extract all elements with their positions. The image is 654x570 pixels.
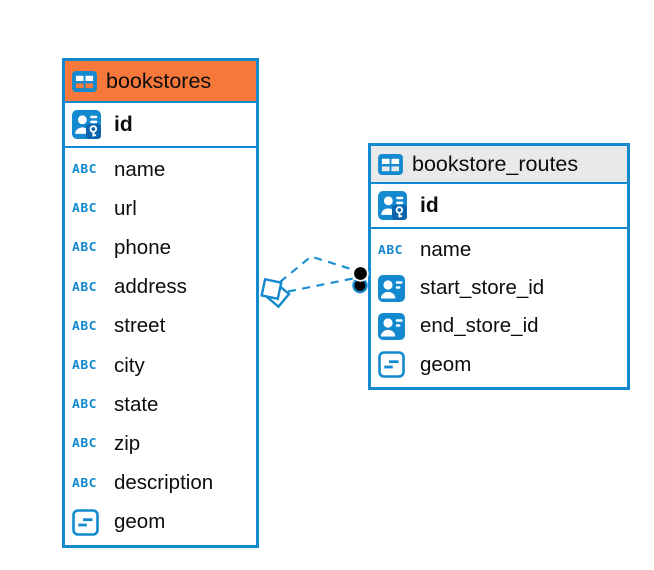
- table-header-bookstore-routes[interactable]: bookstore_routes: [371, 146, 627, 184]
- table-bookstore-routes[interactable]: bookstore_routes id ABC: [368, 143, 630, 390]
- pk-column-name: id: [114, 112, 133, 136]
- column-name: name: [114, 157, 166, 181]
- column-name: zip: [114, 431, 141, 455]
- column-row-pk[interactable]: id: [65, 103, 256, 148]
- text-type-icon: ABC: [72, 162, 97, 177]
- column-list: ABC name start_store_id: [371, 229, 627, 384]
- column-row[interactable]: ABC state: [65, 385, 256, 424]
- text-type-icon: ABC: [72, 397, 97, 412]
- geometry-type-icon: [72, 508, 106, 536]
- column-row[interactable]: ABC address: [65, 268, 256, 307]
- table-title: bookstore_routes: [412, 151, 579, 176]
- column-name: name: [420, 238, 472, 262]
- column-name: geom: [114, 510, 166, 534]
- relationship-source-marker[interactable]: [260, 277, 291, 309]
- column-name: description: [114, 471, 214, 495]
- column-name: address: [114, 275, 187, 299]
- text-type-icon: ABC: [72, 280, 97, 295]
- text-type-icon: ABC: [378, 242, 403, 258]
- column-name: city: [114, 353, 145, 377]
- column-row[interactable]: geom: [371, 346, 627, 384]
- reference-type-icon: [378, 312, 412, 340]
- table-icon: [378, 153, 403, 175]
- text-type-icon: ABC: [72, 358, 97, 373]
- pk-column-name: id: [420, 193, 439, 217]
- primary-key-icon: [72, 110, 106, 139]
- table-header-bookstores[interactable]: bookstores: [65, 61, 256, 103]
- column-row[interactable]: end_store_id: [371, 307, 627, 345]
- column-name: street: [114, 314, 166, 338]
- relationship-line-1[interactable]: [279, 255, 355, 283]
- text-type-icon: ABC: [72, 201, 97, 216]
- primary-key-icon: [378, 191, 412, 220]
- column-row[interactable]: ABC name: [371, 231, 627, 269]
- column-row[interactable]: ABC description: [65, 464, 256, 503]
- table-icon: [72, 70, 97, 92]
- column-name: start_store_id: [420, 276, 545, 300]
- column-row-pk[interactable]: id: [371, 184, 627, 229]
- column-name: geom: [420, 352, 472, 376]
- column-row[interactable]: ABC phone: [65, 228, 256, 267]
- table-bookstores[interactable]: bookstores id ABC: [62, 58, 259, 548]
- column-row[interactable]: ABC zip: [65, 424, 256, 463]
- table-title: bookstores: [106, 68, 212, 93]
- column-row[interactable]: ABC name: [65, 150, 256, 189]
- text-type-icon: ABC: [72, 475, 97, 491]
- relationship-target-marker[interactable]: [352, 265, 369, 294]
- column-row[interactable]: ABC url: [65, 189, 256, 228]
- text-type-icon: ABC: [72, 319, 97, 334]
- text-type-icon: ABC: [72, 240, 97, 256]
- column-row[interactable]: ABC street: [65, 307, 256, 346]
- column-name: phone: [114, 235, 172, 259]
- column-row[interactable]: start_store_id: [371, 269, 627, 307]
- text-type-icon: ABC: [72, 436, 97, 452]
- column-name: state: [114, 392, 159, 416]
- column-row[interactable]: ABC city: [65, 346, 256, 385]
- column-name: url: [114, 196, 137, 220]
- relationship-line-2[interactable]: [287, 277, 354, 293]
- reference-type-icon: [378, 274, 412, 302]
- geometry-type-icon: [378, 351, 412, 378]
- column-name: end_store_id: [420, 314, 539, 338]
- column-row[interactable]: geom: [65, 503, 256, 542]
- column-list: ABC name ABC url ABC phone ABC address A…: [65, 148, 256, 542]
